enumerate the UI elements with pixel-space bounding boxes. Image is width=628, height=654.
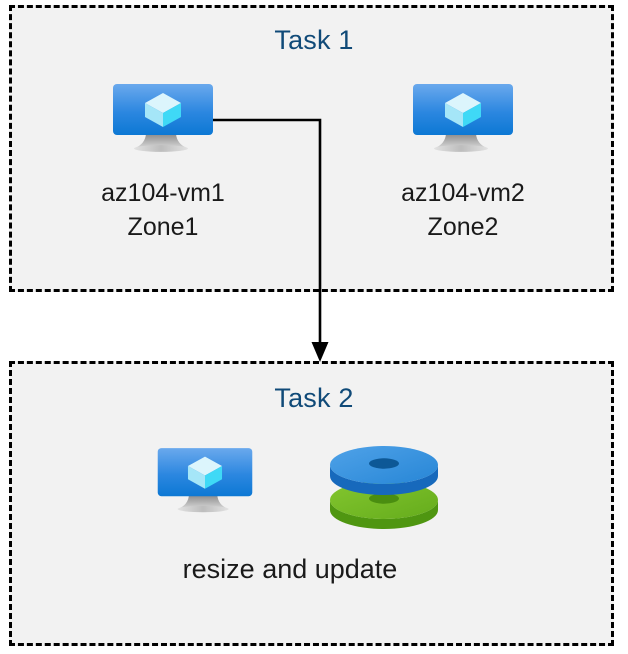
group-box-task2 [9, 361, 614, 646]
azure-virtual-machine-icon [153, 446, 257, 522]
azure-virtual-machine-icon [108, 82, 218, 162]
node-label-vm1: az104-vm1 Zone1 [101, 179, 225, 241]
disk-blue [330, 446, 438, 495]
node-label-task2-caption: resize and update [182, 554, 398, 584]
azure-virtual-machine-icon [408, 82, 518, 162]
group-title-task2: Task 2 [274, 383, 354, 413]
group-title-task1: Task 1 [274, 25, 354, 55]
azure-disks-icon [328, 442, 440, 534]
node-label-vm2: az104-vm2 Zone2 [401, 179, 525, 241]
